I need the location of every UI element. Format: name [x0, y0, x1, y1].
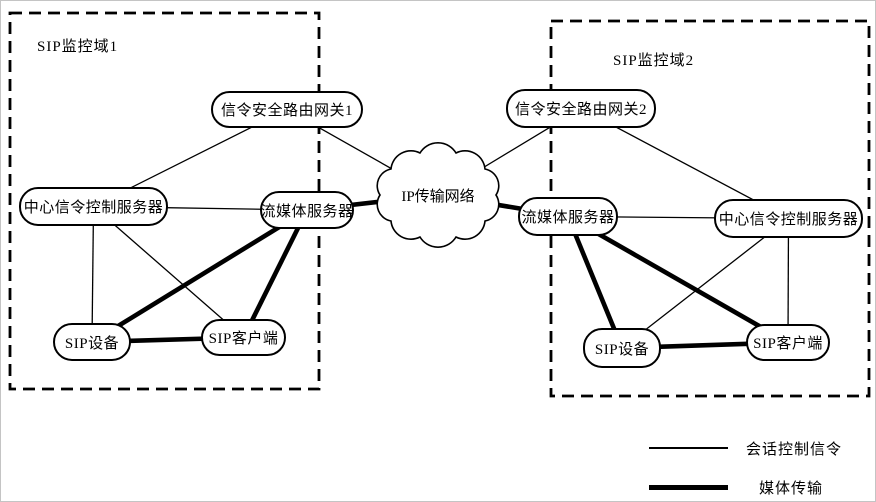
legend-label-media: 媒体传输 [758, 480, 823, 497]
node-sip-client-1: SIP客户端 [201, 319, 286, 356]
legend-item-media: 媒体传输 [649, 479, 836, 497]
node-sip-device-1: SIP设备 [53, 323, 131, 361]
edge-center-server1-sip-client1 [93, 206, 244, 338]
domain1-title: SIP监控域1 [37, 39, 119, 55]
node-sip-device-2: SIP设备 [583, 328, 661, 368]
edge-media-server1-sip-device1 [90, 208, 309, 344]
thick-line-sample [649, 484, 728, 490]
node-central-signaling-server-2: 中心信令控制服务器 [714, 199, 863, 238]
node-media-server-2: 流媒体服务器 [518, 197, 618, 236]
node-central-signaling-server-1: 中心信令控制服务器 [19, 187, 168, 226]
edge-media-server1-sip-client1 [241, 208, 310, 339]
edge-center-server1-sip-device1 [91, 206, 95, 343]
node-sip-client-2: SIP客户端 [746, 324, 830, 361]
node-media-server-1: 流媒体服务器 [260, 191, 354, 229]
node-signaling-gateway-1: 信令安全路由网关1 [211, 91, 363, 128]
thin-line-sample [649, 447, 728, 449]
ip-network-cloud-shape [376, 142, 500, 248]
edge-media-server2-sip-device2 [565, 215, 625, 349]
edge-center-server2-sip-client2 [787, 218, 790, 343]
node-signaling-gateway-2: 信令安全路由网关2 [506, 89, 656, 128]
legend-label-signaling: 会话控制信令 [746, 441, 843, 458]
legend-item-signaling: 会话控制信令 [649, 440, 843, 458]
domain2-title: SIP监控域2 [613, 53, 695, 69]
edge-media-server2-sip-client2 [566, 214, 790, 345]
legend: 会话控制信令 媒体传输 [649, 440, 843, 497]
ip-network-cloud-label: IP传输网络 [401, 188, 475, 205]
edge-center-server2-sip-device2 [621, 217, 789, 349]
